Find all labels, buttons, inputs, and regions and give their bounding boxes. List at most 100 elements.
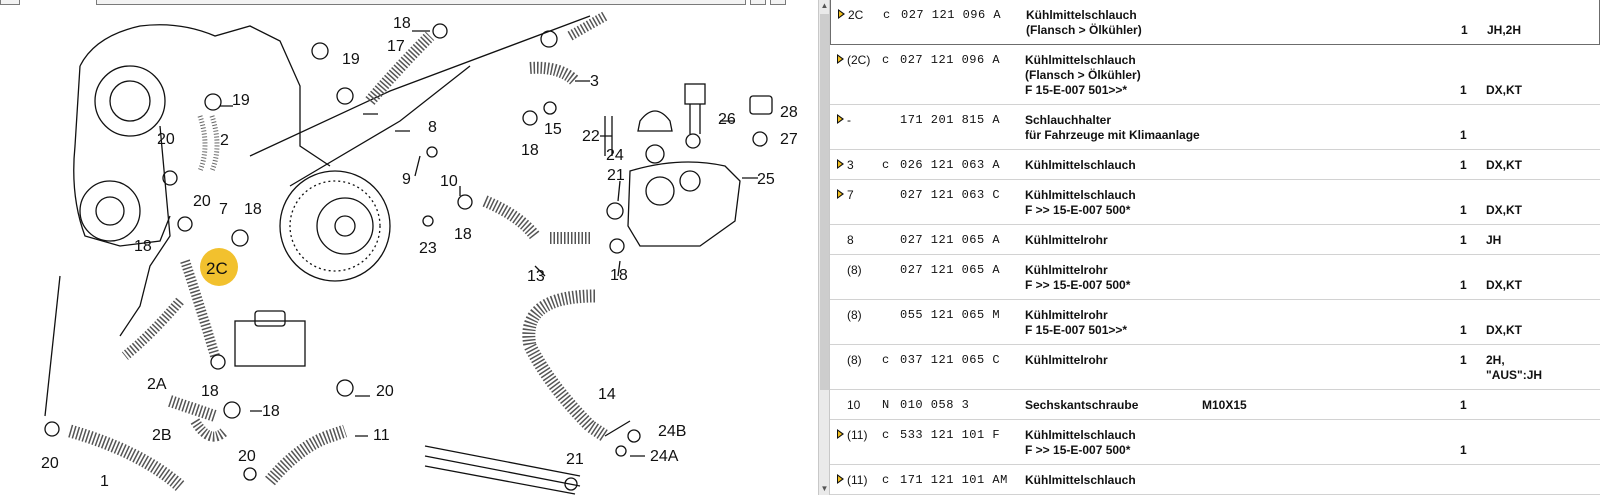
- scroll-up-icon[interactable]: ▲: [820, 1, 829, 10]
- scrollbar-thumb[interactable]: [820, 14, 829, 390]
- part-quantity: 1: [1460, 353, 1467, 367]
- engine-code-line: DX,KT: [1486, 323, 1522, 337]
- row-expand-icon[interactable]: [838, 9, 845, 19]
- callout-label: 15: [544, 121, 562, 138]
- position-number: 10: [847, 398, 861, 412]
- part-number: 055 121 065 M: [900, 308, 1001, 322]
- callout-label: 20: [157, 131, 175, 148]
- callout-label: 20: [193, 193, 211, 210]
- parts-diagram-pane[interactable]: 18 3 17 19 19 2 20 15 18 26 28 22 24 27 …: [0, 0, 818, 495]
- part-quantity: 1: [1460, 323, 1467, 337]
- alternator-outline: [109, 80, 151, 122]
- part-code: c: [882, 353, 890, 367]
- description-line: F >> 15-E-007 500*: [1025, 278, 1131, 292]
- callout-label: 18: [201, 383, 219, 400]
- part-code: c: [882, 158, 890, 172]
- highlight-marker: [200, 248, 238, 286]
- callout-label: 14: [598, 386, 616, 403]
- row-expand-icon[interactable]: [837, 159, 844, 169]
- part-description: Kühlmittelschlauch(Flansch > Ölkühler)F …: [1025, 53, 1425, 98]
- row-expand-icon[interactable]: [837, 189, 844, 199]
- part-code: N: [882, 398, 890, 412]
- callout-label: 24A: [650, 448, 679, 465]
- engine-codes: DX,KT: [1486, 323, 1522, 338]
- engine-code-line: JH,2H: [1487, 23, 1522, 37]
- engine-block-outline: [249, 15, 591, 157]
- callout-label: 3: [590, 73, 599, 90]
- callout-label: 24B: [658, 423, 686, 440]
- description-line: Kühlmittelrohr: [1025, 353, 1108, 367]
- callout-label: 19: [342, 51, 360, 68]
- callout-label: 20: [376, 383, 394, 400]
- part-number: 027 121 065 A: [900, 233, 1001, 247]
- engine-block-outline: [79, 24, 331, 167]
- callout-label: 20: [41, 455, 59, 472]
- highlight-label: 2C: [206, 259, 228, 278]
- position-number: (11): [847, 473, 868, 487]
- part-code: c: [882, 473, 890, 487]
- engine-code-line: "AUS":JH: [1486, 368, 1543, 382]
- part-code: c: [883, 8, 891, 22]
- row-expand-icon[interactable]: [837, 429, 844, 439]
- description-line: Kühlmittelrohr: [1025, 233, 1108, 247]
- description-line: Kühlmittelrohr: [1025, 308, 1108, 322]
- pulley-outline: [95, 196, 125, 226]
- description-line: (Flansch > Ölkühler): [1026, 23, 1142, 37]
- engine-codes: DX,KT: [1486, 203, 1522, 218]
- description-line: für Fahrzeuge mit Klimaanlage: [1025, 128, 1200, 142]
- row-expand-icon[interactable]: [837, 54, 844, 64]
- exploded-view-drawing: 18 3 17 19 19 2 20 15 18 26 28 22 24 27 …: [41, 11, 798, 495]
- vertical-scrollbar[interactable]: ▲ ▼: [818, 0, 830, 495]
- position-number: 7: [847, 188, 854, 202]
- engine-code-line: DX,KT: [1486, 158, 1522, 172]
- pulley-outline: [79, 180, 141, 242]
- highlighted-callout[interactable]: 2C: [200, 248, 238, 286]
- leader-line: [44, 275, 61, 417]
- callout-label: 18: [262, 403, 280, 420]
- scroll-down-icon[interactable]: ▼: [820, 484, 829, 493]
- engine-code-line: DX,KT: [1486, 203, 1522, 217]
- filler-cap-outline: [637, 110, 673, 132]
- row-expand-icon[interactable]: [837, 474, 844, 484]
- position-number: 2C: [848, 8, 864, 22]
- callout-label: 11: [373, 427, 390, 444]
- callout-label: 27: [780, 131, 798, 148]
- callout-label: 25: [757, 171, 775, 188]
- callout-label: 18: [454, 226, 472, 243]
- callout-label: 26: [718, 111, 736, 128]
- part-description: Sechskantschraube: [1025, 398, 1425, 413]
- callout-label: 10: [440, 173, 458, 190]
- callout-label: 18: [521, 142, 539, 159]
- part-number: 027 121 065 A: [900, 263, 1001, 277]
- position-number: (8): [847, 308, 862, 322]
- engine-code-line: DX,KT: [1486, 278, 1522, 292]
- part-number: 027 121 096 A: [900, 53, 1001, 67]
- part-number: 533 121 101 F: [900, 428, 1001, 442]
- toolbar-fragment: [770, 0, 786, 5]
- description-line: (Flansch > Ölkühler): [1025, 68, 1141, 82]
- description-line: Kühlmittelschlauch: [1025, 158, 1136, 172]
- callout-label: 9: [402, 171, 411, 188]
- part-description: Kühlmittelschlauch: [1025, 473, 1425, 488]
- row-expand-icon[interactable]: [837, 114, 844, 124]
- part-quantity: 1: [1460, 398, 1467, 412]
- part-quantity: 1: [1460, 83, 1467, 97]
- part-code: c: [882, 428, 890, 442]
- part-code: c: [882, 53, 890, 67]
